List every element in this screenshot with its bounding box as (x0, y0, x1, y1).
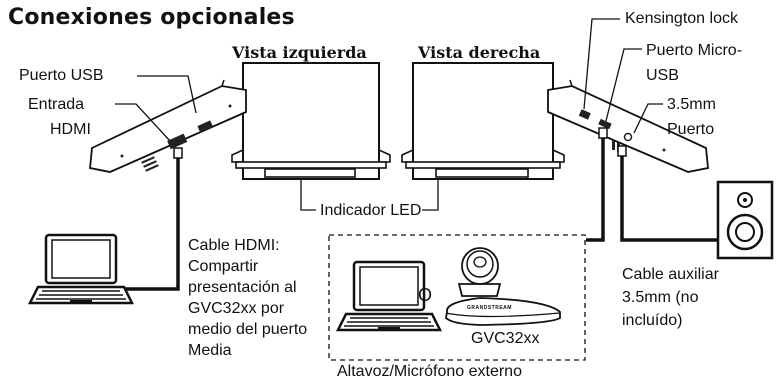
micro-usb-label-line1: Puerto Micro- (646, 42, 743, 59)
aux-cable-line1: Cable auxiliar (622, 266, 719, 283)
aux-cable-line2: 3.5mm (no (622, 289, 699, 306)
hdmi-cable-line2: Compartir (188, 258, 259, 275)
cables (114, 131, 717, 291)
gvc-device (445, 247, 561, 326)
hdmi-cable-line5: medio del puerto (188, 321, 308, 338)
laptop-left (28, 233, 134, 305)
gvc-label: GVC32xx (471, 330, 540, 347)
left-view-label: Vista izquierda (232, 43, 367, 62)
callout-lines (115, 18, 663, 211)
brand-logo-text: GRANDSTREAM (467, 305, 512, 311)
right-view-label: Vista derecha (418, 43, 541, 62)
page-title: Conexiones opcionales (8, 5, 295, 30)
left-base (89, 79, 247, 173)
kensington-label: Kensington lock (625, 10, 738, 27)
aux-cable-line3: incluído) (622, 312, 683, 329)
left-display (231, 62, 391, 180)
hdmi-cable-line6: Media (188, 342, 232, 359)
led-indicator-label: Indicador LED (320, 202, 422, 219)
audio-port-label-line2: Puerto (667, 121, 715, 138)
speaker (716, 180, 774, 260)
external-box (328, 234, 586, 361)
right-base (547, 79, 709, 173)
hdmi-cable-line3: presentación al (188, 279, 297, 296)
external-speaker-mic-label: Altavoz/Micrófono externo (337, 363, 522, 380)
hdmi-cable-line1: Cable HDMI: (188, 237, 280, 254)
audio-port-label-line1: 3.5mm (667, 96, 716, 113)
hdmi-input-label-line2: HDMI (50, 121, 91, 138)
micro-usb-label-line2: USB (646, 67, 679, 84)
usb-port-label: Puerto USB (19, 67, 104, 84)
right-display (401, 62, 565, 180)
hdmi-input-label-line1: Entrada (28, 96, 85, 113)
or-label: O (418, 285, 433, 305)
hdmi-cable-line4: GVC32xx por (188, 300, 285, 317)
